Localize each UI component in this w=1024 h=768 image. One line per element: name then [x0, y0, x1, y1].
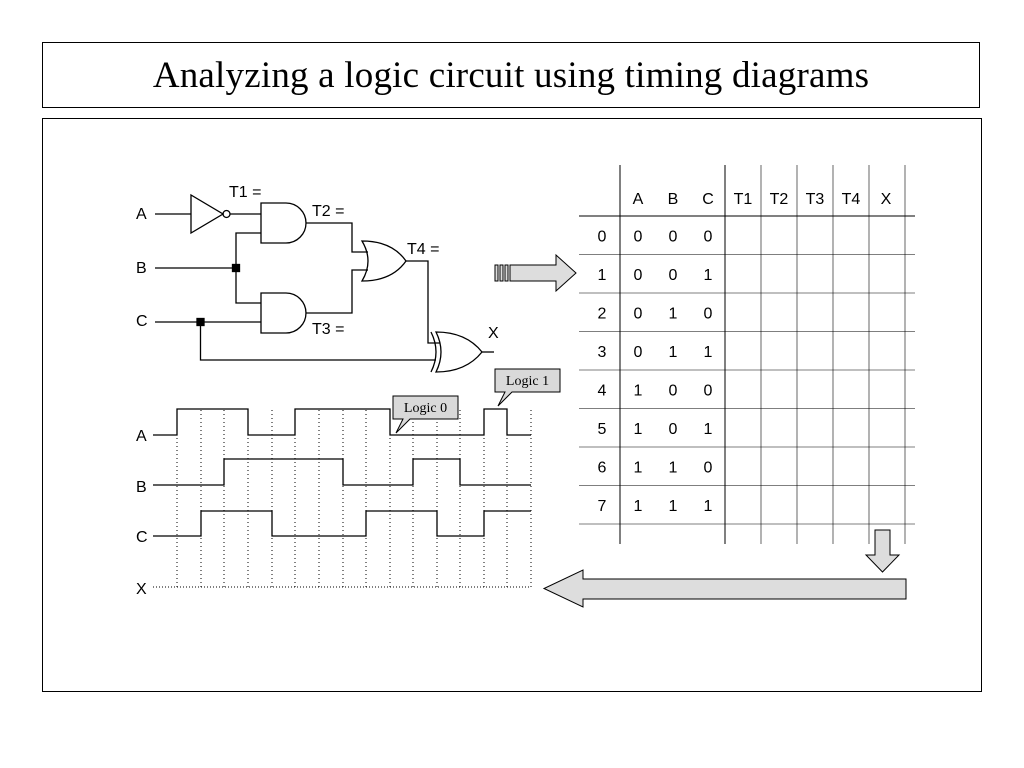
truth-table-row-index: 6 — [598, 459, 607, 476]
and-gate-bottom — [260, 292, 307, 334]
logic-0-callout-box — [392, 395, 459, 434]
arrow-right-body — [509, 253, 577, 293]
circuit-input-c-label: C — [136, 313, 148, 330]
arrow-down — [864, 529, 901, 573]
truth-table-row-index: 0 — [598, 228, 607, 245]
truth-table-cell-c: 1 — [704, 344, 713, 361]
timing-label-a: A — [136, 428, 147, 445]
or-gate — [360, 240, 407, 282]
truth-table-cell-a: 0 — [634, 344, 643, 361]
wire-c-to-xor — [199, 322, 436, 361]
wire-t4 — [406, 260, 440, 344]
arrow-down-body — [864, 529, 901, 573]
truth-table-cell-b: 1 — [669, 498, 678, 515]
truth-table-cell-b: 0 — [669, 382, 678, 399]
truth-table-cell-b: 1 — [669, 344, 678, 361]
timing-gridlines — [176, 410, 532, 587]
t2-label: T2 = — [312, 203, 344, 220]
arrow-left-body — [542, 569, 907, 608]
truth-table-cell-a: 1 — [634, 382, 643, 399]
truth-table-header: A B C T1 T2 T3 T4 X — [633, 191, 892, 208]
timing-diagram: A B C X Logic 0 Logic 1 — [136, 368, 561, 598]
truth-table-cell-b: 0 — [669, 267, 678, 284]
logic-1-callout: Logic 1 — [494, 368, 561, 407]
truth-table-cell-c: 1 — [704, 421, 713, 438]
truth-table-cell-c: 0 — [704, 228, 713, 245]
t4-label: T4 = — [407, 241, 439, 258]
arrow-right-tail-bar-3 — [504, 264, 509, 282]
truth-table-header-cell: B — [668, 191, 679, 208]
truth-table-header-cell: A — [633, 191, 644, 208]
truth-table-cell-c: 0 — [704, 382, 713, 399]
truth-table-row-index: 1 — [598, 267, 607, 284]
slide-title: Analyzing a logic circuit using timing d… — [152, 54, 870, 96]
waveform-a — [153, 408, 531, 436]
truth-table-row-index: 4 — [598, 382, 607, 399]
truth-table-header-cell: T3 — [806, 191, 825, 208]
circuit-input-b-label: B — [136, 260, 147, 277]
truth-table-cell-a: 1 — [634, 498, 643, 515]
truth-table-header-cell: T4 — [842, 191, 861, 208]
truth-table-cell-a: 1 — [634, 421, 643, 438]
truth-table-row-index: 2 — [598, 305, 607, 322]
truth-table-cell-c: 0 — [704, 459, 713, 476]
truth-table-cell-c: 1 — [704, 267, 713, 284]
truth-table-cell-a: 0 — [634, 228, 643, 245]
truth-table-cell-b: 1 — [669, 459, 678, 476]
timing-label-b: B — [136, 479, 147, 496]
xor-gate-back-curve — [430, 331, 437, 373]
waveform-c — [153, 510, 531, 537]
truth-table-grid — [579, 165, 915, 544]
xor-gate — [434, 331, 483, 373]
truth-table-cell-b: 1 — [669, 305, 678, 322]
truth-table-cell-a: 0 — [634, 267, 643, 284]
title-box: Analyzing a logic circuit using timing d… — [42, 42, 980, 108]
truth-table-cell-c: 1 — [704, 498, 713, 515]
truth-table-cell-a: 1 — [634, 459, 643, 476]
truth-table-header-cell: T1 — [734, 191, 753, 208]
truth-table-header-cell: C — [702, 191, 714, 208]
logic-0-callout: Logic 0 — [392, 395, 459, 434]
timing-label-x: X — [136, 581, 147, 598]
timing-label-c: C — [136, 529, 148, 546]
truth-table-cell-b: 0 — [669, 228, 678, 245]
not-gate — [190, 193, 225, 235]
and-gate-top — [260, 202, 307, 244]
output-x-label: X — [488, 325, 499, 342]
truth-table-header-cell: X — [881, 191, 892, 208]
t3-label: T3 = — [312, 321, 344, 338]
wire-t3 — [306, 269, 368, 314]
t1-label: T1 = — [229, 184, 261, 201]
truth-table-cell-c: 0 — [704, 305, 713, 322]
content-box — [42, 118, 982, 692]
truth-table-row-index: 7 — [598, 498, 607, 515]
wire-b-branches — [235, 232, 261, 304]
truth-table-row-index: 5 — [598, 421, 607, 438]
logic-1-callout-box — [494, 368, 561, 407]
arrow-right-tail-bar-1 — [494, 264, 499, 282]
circuit-input-a-label: A — [136, 206, 147, 223]
arrow-right — [494, 253, 577, 293]
waveform-b — [153, 458, 531, 486]
truth-table-cell-a: 0 — [634, 305, 643, 322]
wire-t2 — [306, 222, 368, 253]
truth-table-row-index: 3 — [598, 344, 607, 361]
truth-table-header-cell: T2 — [770, 191, 789, 208]
logic-1-label: Logic 1 — [506, 374, 549, 389]
logic-0-label: Logic 0 — [404, 401, 447, 416]
logic-circuit: A B C T1 = T2 = T3 = T4 = — [136, 184, 499, 373]
truth-table-cell-b: 0 — [669, 421, 678, 438]
arrow-right-tail-bar-2 — [499, 264, 504, 282]
arrow-left — [542, 569, 907, 608]
